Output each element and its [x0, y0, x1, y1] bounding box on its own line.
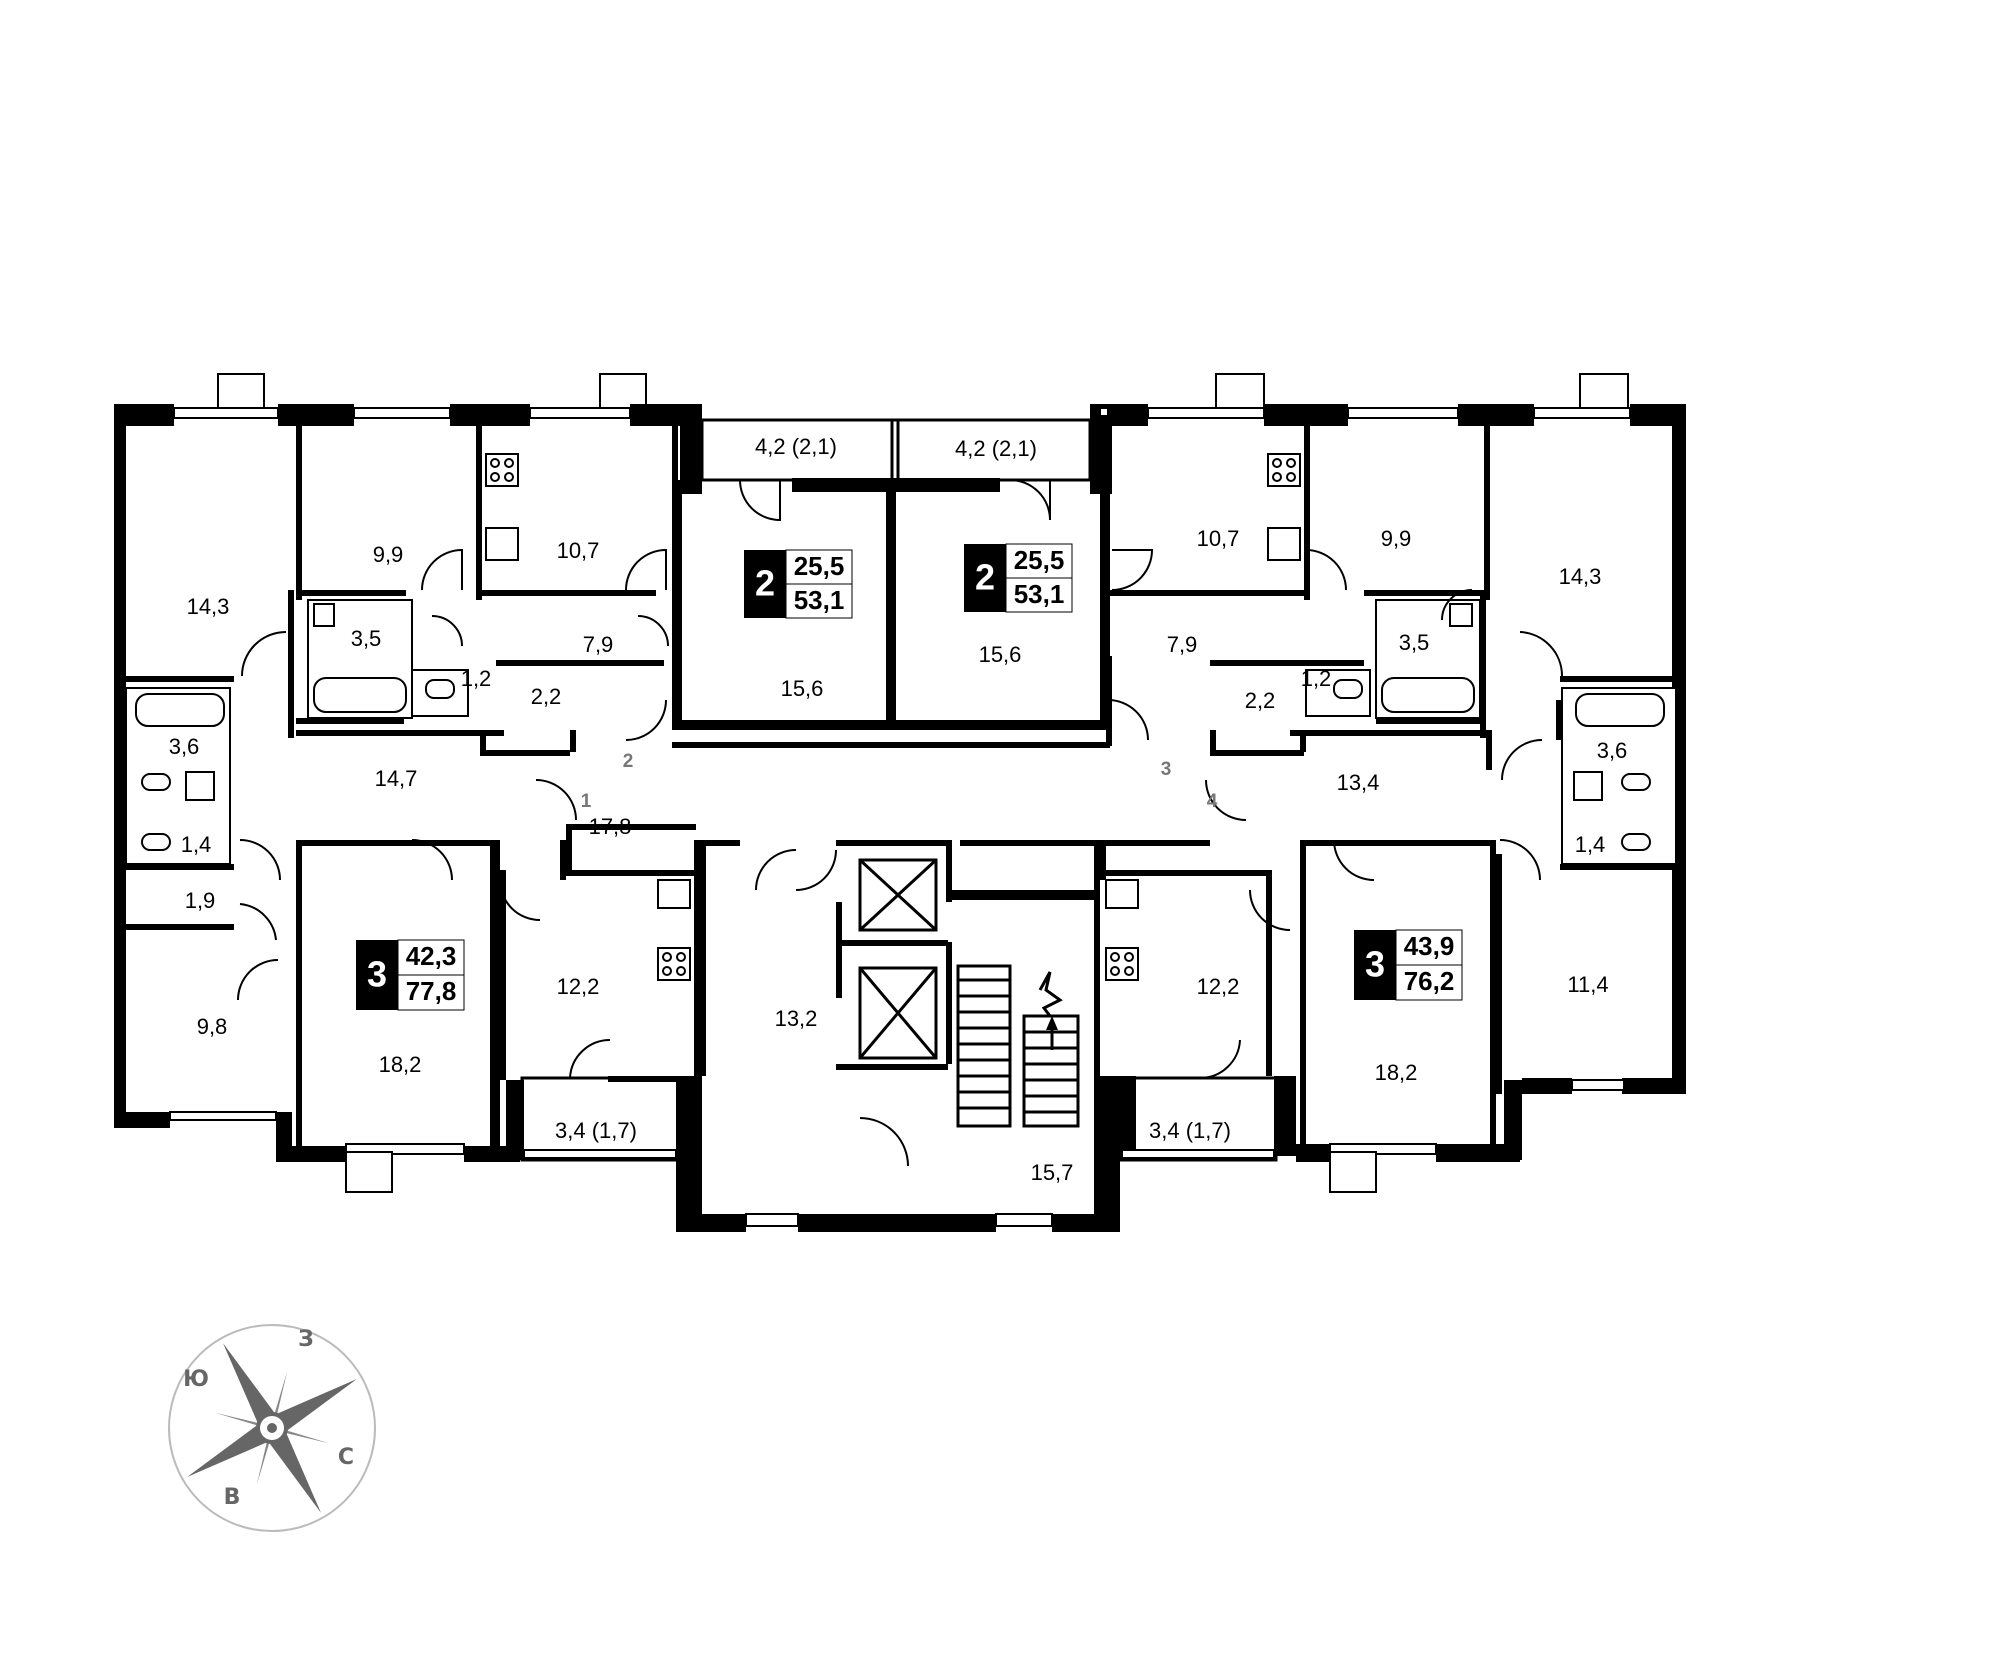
hall-area-label: 7,9 — [1167, 632, 1198, 657]
room-area-label: 14,3 — [1559, 564, 1602, 589]
apartment-rooms: 3 — [1365, 944, 1385, 985]
apartment-total-area: 77,8 — [406, 976, 457, 1006]
balcony-area-label: 3,4 (1,7) — [1149, 1118, 1231, 1143]
apartment-badge: 2 25,5 53,1 — [964, 543, 1073, 613]
room-area-label: 10,7 — [557, 538, 600, 563]
fixtures — [125, 453, 1677, 981]
compass-south-label: В — [224, 1485, 241, 1510]
room-area-label: 18,2 — [379, 1052, 422, 1077]
corridor-area-label: 17,8 — [589, 814, 632, 839]
apartment-badge: 2 25,5 53,1 — [744, 549, 853, 619]
apartment-rooms: 3 — [367, 954, 387, 995]
bath-area-label: 3,5 — [351, 626, 382, 651]
kitchen-area-label: 12,2 — [1197, 974, 1240, 999]
wc-area-label: 1,2 — [1301, 666, 1332, 691]
room-area-label: 9,9 — [1381, 526, 1412, 551]
storage-area-label: 1,9 — [185, 888, 216, 913]
apartment-total-area: 53,1 — [1014, 579, 1065, 609]
apartment-badge: 3 43,9 76,2 — [1354, 929, 1463, 1001]
compass-west-label: Ю — [183, 1367, 209, 1392]
room-area-label: 14,3 — [187, 594, 230, 619]
bath-area-label: 3,6 — [1597, 738, 1628, 763]
wc-area-label: 1,2 — [461, 666, 492, 691]
balcony-area-label: 4,2 (2,1) — [755, 434, 837, 459]
apartment-living-area: 42,3 — [406, 941, 457, 971]
top-windows — [217, 373, 1629, 411]
closet-area-label: 2,2 — [1245, 688, 1276, 713]
room-area-label: 9,8 — [197, 1014, 228, 1039]
bath-area-label: 3,6 — [169, 734, 200, 759]
wc-area-label: 1,4 — [181, 832, 212, 857]
hall-area-label: 7,9 — [583, 632, 614, 657]
apartment-living-area: 25,5 — [1014, 545, 1065, 575]
bottom-windows — [169, 407, 1631, 1227]
interior-walls — [122, 420, 1680, 1160]
balcony-area-label: 4,2 (2,1) — [955, 436, 1037, 461]
room-area-label: 9,9 — [373, 542, 404, 567]
room-area-label: 18,2 — [1375, 1060, 1418, 1085]
staircase — [956, 964, 1080, 1128]
apartment-rooms: 2 — [975, 557, 995, 598]
kitchen-area-label: 12,2 — [557, 974, 600, 999]
entry-number: 1 — [581, 791, 592, 812]
wc-area-label: 1,4 — [1575, 832, 1606, 857]
door-swings — [237, 479, 1564, 1167]
entry-numbers: 1 2 3 4 — [581, 751, 1218, 812]
apartment-living-area: 43,9 — [1404, 931, 1455, 961]
balcony-outlines — [520, 418, 1278, 1162]
apartment-living-area: 25,5 — [794, 551, 845, 581]
apartment-total-area: 76,2 — [1404, 966, 1455, 996]
compass-rose: З С В Ю — [168, 1324, 376, 1532]
closet-area-label: 2,2 — [531, 684, 562, 709]
apartment-rooms: 2 — [755, 563, 775, 604]
elevator-shafts — [858, 858, 938, 1060]
hall-area-label: 13,4 — [1337, 770, 1380, 795]
balcony-area-label: 3,4 (1,7) — [555, 1118, 637, 1143]
bath-area-label: 3,5 — [1399, 630, 1430, 655]
room-area-label: 15,6 — [979, 642, 1022, 667]
room-area-label: 11,4 — [1567, 972, 1608, 997]
stair-area-label: 15,7 — [1031, 1160, 1074, 1185]
outer-walls — [114, 404, 1686, 1232]
entry-number: 3 — [1161, 759, 1172, 780]
lobby-area-label: 13,2 — [775, 1006, 818, 1031]
apartment-total-area: 53,1 — [794, 585, 845, 615]
compass-north-label: З — [298, 1327, 314, 1352]
area-labels: 14,3 9,9 10,7 4,2 (2,1) 4,2 (2,1) 15,6 1… — [169, 434, 1628, 1185]
hall-area-label: 14,7 — [375, 766, 418, 791]
compass-east-label: С — [338, 1445, 354, 1470]
entry-number: 2 — [623, 751, 634, 772]
entry-number: 4 — [1207, 791, 1218, 812]
room-area-label: 10,7 — [1197, 526, 1240, 551]
room-area-label: 15,6 — [781, 676, 824, 701]
apartment-badge: 3 42,3 77,8 — [356, 939, 465, 1011]
